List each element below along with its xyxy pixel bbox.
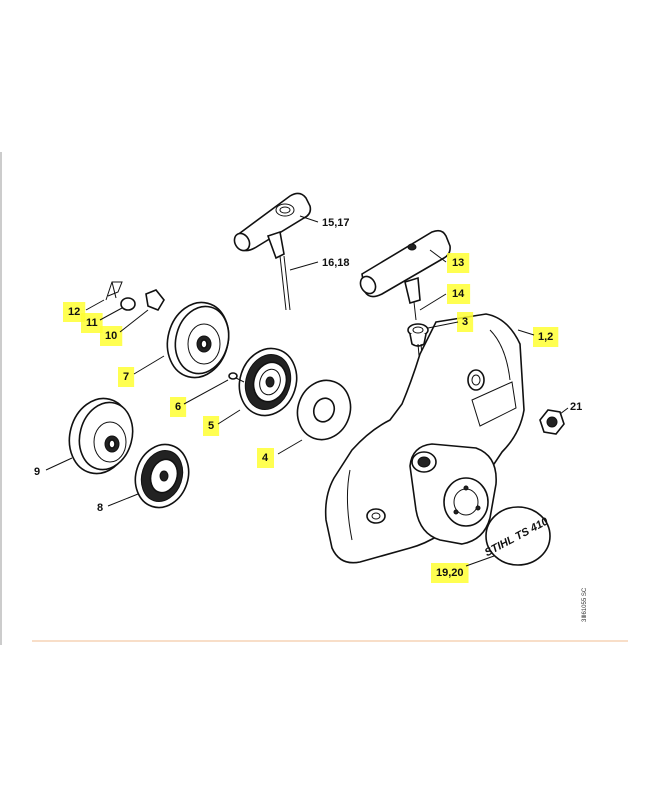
spring-ring — [120, 297, 136, 311]
hex-nut — [539, 409, 565, 435]
callout-label-4: 4 — [262, 452, 269, 464]
starter-grip-handle-upper — [233, 192, 312, 311]
callout-label-6: 6 — [175, 401, 181, 413]
rope-rotor — [166, 301, 230, 379]
callout-label-21: 21 — [570, 401, 582, 413]
callout-label-11: 11 — [86, 317, 98, 329]
rewind-spring-alt — [134, 443, 190, 509]
washer — [296, 379, 352, 441]
callout-label-8: 8 — [97, 502, 103, 514]
highlight-c-12 — [63, 302, 86, 322]
callout-label-3: 3 — [462, 316, 468, 328]
callout-label-19-20: 19,20 — [436, 567, 464, 579]
callout-label-13: 13 — [452, 257, 464, 269]
callout-label-12: 12 — [68, 306, 80, 318]
pawl — [145, 289, 165, 311]
callout-label-1-2: 1,2 — [538, 331, 553, 343]
highlight-c-19-20 — [431, 563, 469, 583]
stihl-logo-cover: STIHL TS 410 — [483, 506, 551, 566]
highlight-c-1-2 — [533, 327, 559, 347]
highlight-c-11 — [81, 313, 103, 333]
highlight-c-7 — [118, 367, 135, 387]
rope-rotor-alt — [68, 397, 134, 475]
highlight-c-4 — [257, 448, 274, 468]
callout-label-10: 10 — [105, 330, 117, 342]
starter-grip-handle — [359, 229, 451, 321]
callout-label-5: 5 — [208, 420, 214, 432]
callout-label-9: 9 — [34, 466, 40, 478]
callout-label-15-17: 15,17 — [322, 217, 350, 229]
callout-label-14: 14 — [452, 288, 465, 300]
highlight-c-13 — [447, 253, 470, 273]
callout-highlights — [63, 253, 559, 583]
callout-labels: 1,2 3 4 5 6 7 8 9 10 11 12 13 14 15,17 1… — [34, 217, 582, 579]
rope-guide-bushing — [407, 323, 429, 347]
drawing-code: 3Ⅲ61055 SC — [582, 587, 588, 622]
highlight-c-14 — [447, 284, 471, 304]
screw — [228, 372, 245, 383]
callout-leaders — [45, 215, 569, 567]
callout-label-7: 7 — [123, 371, 129, 383]
highlight-c-10 — [100, 326, 123, 346]
fan-housing — [324, 313, 525, 564]
callout-label-16-18: 16,18 — [322, 257, 350, 269]
highlight-c-6 — [170, 397, 187, 417]
highlight-c-3 — [457, 312, 474, 332]
highlight-c-5 — [203, 416, 220, 436]
spring-clip — [105, 281, 123, 301]
rewind-spring — [238, 347, 298, 417]
